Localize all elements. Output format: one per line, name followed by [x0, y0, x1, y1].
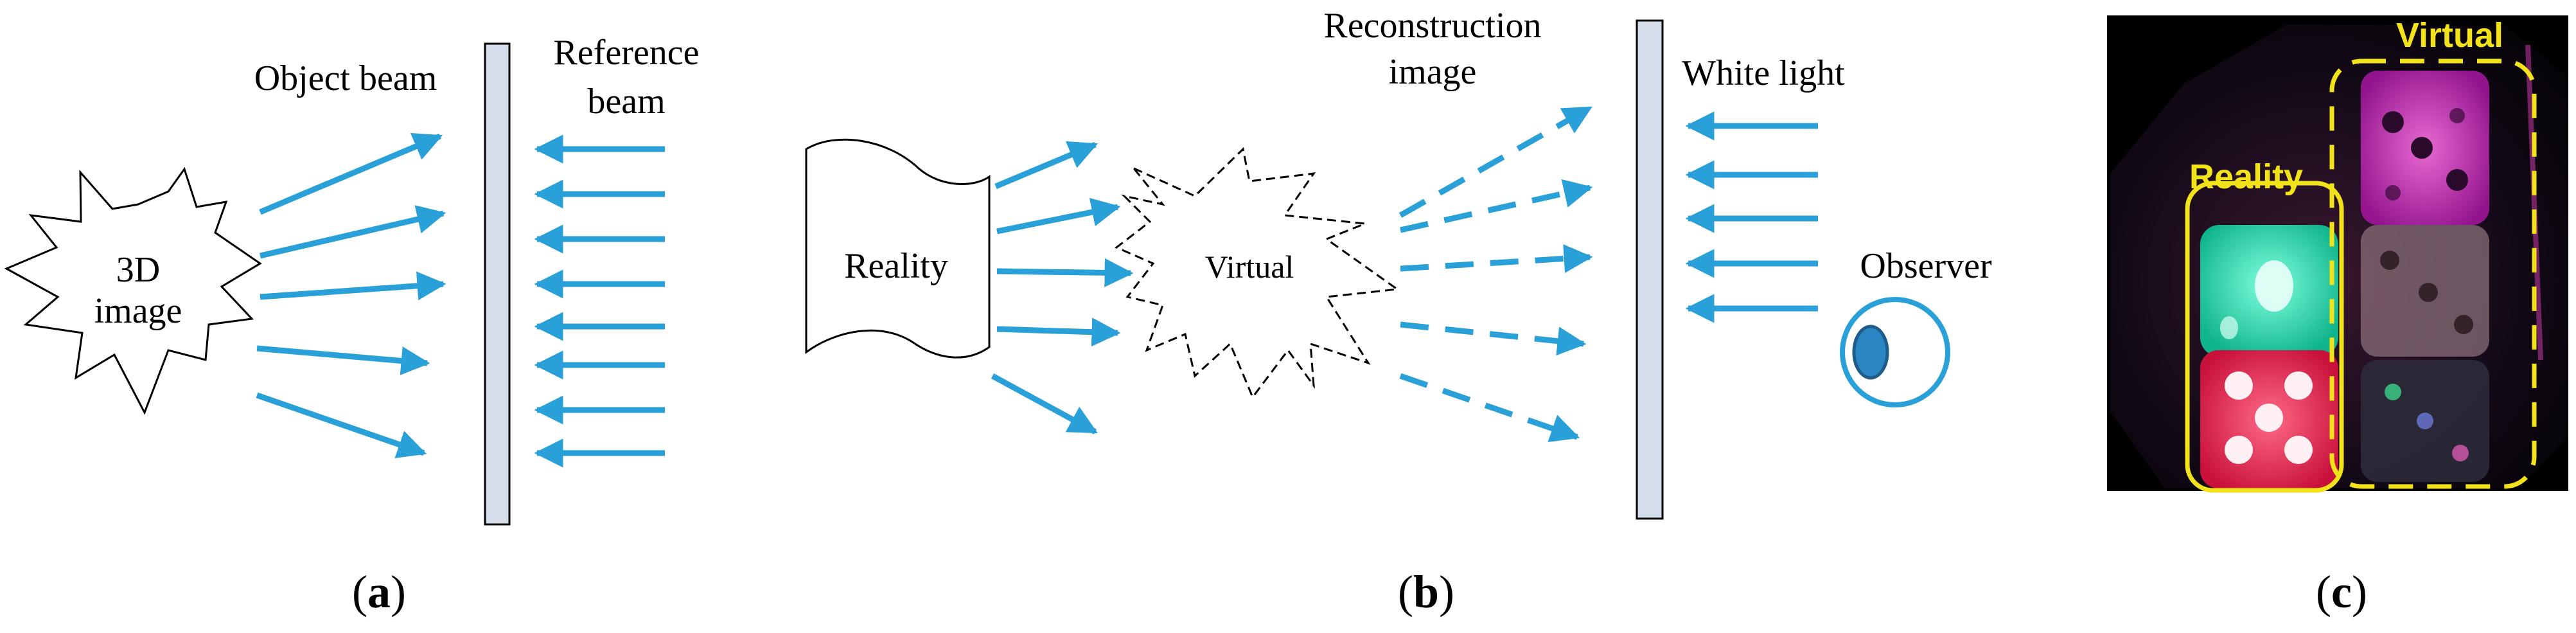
reconstruction-label-line1: Reconstruction — [1323, 6, 1541, 46]
reference-beam-arrows — [534, 134, 665, 468]
panel-b: Reality Virtual — [805, 6, 1992, 618]
die-pip — [2385, 185, 2401, 201]
die-pip — [2419, 283, 2438, 302]
object-beam-label: Object beam — [254, 58, 437, 98]
reality-beam-arrow — [996, 197, 1121, 235]
recording-plate — [484, 42, 511, 526]
reality-object — [805, 138, 991, 359]
reality-beam-arrow — [991, 373, 1098, 434]
object-beam-arrow — [256, 392, 427, 459]
reality-label: Reality — [844, 246, 948, 286]
caption-open: ( — [2316, 566, 2331, 618]
white-light-label: White light — [1682, 53, 1845, 93]
caption-letter: a — [367, 566, 391, 618]
object-beam-arrow — [259, 132, 443, 215]
virtual-label: Virtual — [1205, 249, 1294, 285]
reconstruction-beam-arrow — [1398, 105, 1592, 218]
die-pip — [2449, 108, 2465, 123]
source-3d-image-starburst — [4, 166, 262, 415]
die-pip — [2417, 413, 2433, 429]
caption-close: ) — [391, 566, 406, 618]
panel-c: Reality Virtual (c) — [2107, 15, 2568, 618]
reference-beam-label-line2: beam — [587, 82, 665, 121]
virtual-image-starburst — [1115, 147, 1400, 399]
edge-reflection — [2525, 44, 2543, 361]
caption-open: ( — [352, 566, 367, 618]
reality-beam-arrow — [994, 141, 1098, 190]
reality-annotation-box — [2185, 181, 2344, 493]
white-light-arrows — [1685, 111, 1818, 323]
reality-beam-arrows — [991, 141, 1134, 434]
object-beam-arrow — [259, 205, 446, 259]
caption-open: ( — [1398, 566, 1413, 618]
reconstruction-beam-arrow — [1400, 321, 1587, 356]
reconstruction-label-line2: image — [1389, 52, 1477, 92]
die-pip — [2284, 436, 2313, 464]
observer-label: Observer — [1860, 246, 1992, 286]
panel-c-caption: (c) — [2316, 566, 2367, 618]
reconstruction-beam-arrow — [1399, 373, 1580, 443]
die-pip — [2255, 260, 2293, 312]
caption-letter: b — [1413, 566, 1439, 618]
die-pip — [2454, 315, 2473, 334]
source-label-line1: 3D — [116, 250, 160, 290]
caption-letter: c — [2331, 566, 2352, 618]
die-pip — [2225, 436, 2253, 464]
die-pip — [2255, 404, 2283, 432]
panel-a: 3D image Object beam Reference beam (a) — [4, 33, 700, 618]
die-pip — [2452, 445, 2469, 461]
panel-a-caption: (a) — [352, 566, 406, 618]
die-pip — [2382, 111, 2404, 133]
photo-reality-label: Reality — [2189, 157, 2303, 196]
caption-close: ) — [2352, 566, 2367, 618]
die-pip — [2284, 371, 2313, 400]
die-pip — [2411, 137, 2433, 159]
hologram-plate — [1636, 19, 1664, 520]
object-beam-arrow — [260, 271, 446, 301]
reality-beam-arrow — [996, 317, 1121, 347]
panel-b-caption: (b) — [1398, 566, 1454, 618]
photo-virtual-label: Virtual — [2396, 16, 2503, 55]
reconstruction-beam-arrow — [1400, 179, 1593, 233]
reference-beam-label-line1: Reference — [554, 33, 700, 73]
object-beam-arrows — [256, 132, 446, 459]
reality-beam-arrow — [996, 258, 1134, 287]
observer-eye-icon — [1840, 297, 1950, 407]
die-pip — [2385, 384, 2401, 400]
reconstruction-beam-arrows — [1398, 105, 1593, 443]
virtual-dice — [2361, 71, 2489, 482]
die-pip — [2380, 251, 2399, 270]
virtual-annotation-box — [2329, 58, 2537, 489]
die-pip — [2446, 169, 2468, 191]
die-pip — [2225, 371, 2253, 400]
reality-dice — [2200, 225, 2338, 488]
source-label-line2: image — [94, 291, 182, 331]
reconstruction-beam-arrow — [1400, 244, 1593, 273]
die-pip — [2220, 316, 2238, 339]
caption-close: ) — [1439, 566, 1454, 618]
object-beam-arrow — [256, 345, 430, 375]
